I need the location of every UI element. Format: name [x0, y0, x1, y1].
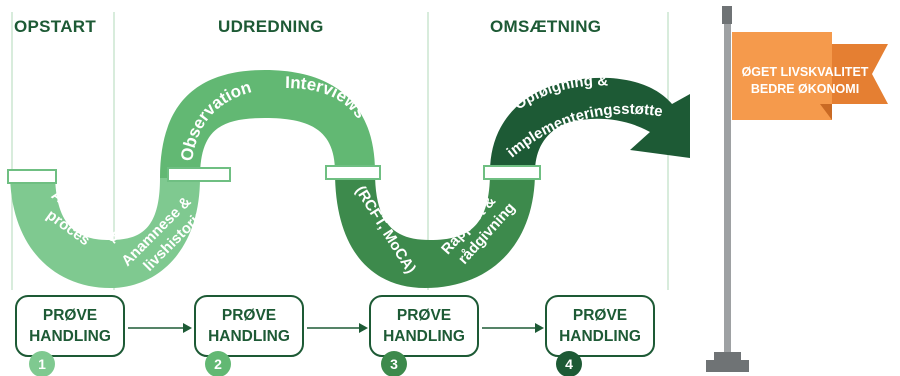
- trial-4-badge: [556, 351, 582, 376]
- trial-3-line2: HANDLING: [383, 328, 465, 345]
- phase-udredning: UDREDNING: [218, 17, 324, 36]
- trial-2-line2: HANDLING: [208, 328, 290, 345]
- goal-flag: ØGET LIVSKVALITET BEDRE ØKONOMI: [732, 32, 888, 120]
- trial-2-badge: [205, 351, 231, 376]
- trial-4-line1: PRØVE: [573, 307, 627, 324]
- trial-3-line1: PRØVE: [397, 307, 451, 324]
- flag-pole: [706, 6, 749, 372]
- phase-omsaetning: OMSÆTNING: [490, 17, 601, 36]
- trial-box-3: PRØVE HANDLING 3: [369, 295, 479, 376]
- trial-4-number: 4: [565, 356, 573, 372]
- phase-opstart: OPSTART: [14, 17, 96, 36]
- trial-4-line2: HANDLING: [559, 328, 641, 345]
- trial-1-line2: HANDLING: [29, 328, 111, 345]
- trial-1-badge: [29, 351, 55, 376]
- road-segment-arrow: [490, 77, 690, 172]
- trial-1-number: 1: [38, 356, 46, 372]
- trial-arrows: [128, 323, 544, 333]
- road-segment-opstart: [10, 172, 200, 288]
- goal-line1: ØGET LIVSKVALITET: [742, 65, 869, 79]
- goal-line2: BEDRE ØKONOMI: [751, 82, 859, 96]
- process-road: [10, 70, 690, 288]
- trial-2-line1: PRØVE: [222, 307, 276, 324]
- road-segment-tests: [335, 172, 535, 288]
- gate-markers: [7, 165, 541, 184]
- trial-3-badge: [381, 351, 407, 376]
- trial-box-2: PRØVE HANDLING 2: [194, 295, 304, 376]
- trial-box-1: PRØVE HANDLING 1: [15, 295, 125, 376]
- trial-2-number: 2: [214, 356, 222, 372]
- trial-3-number: 3: [390, 356, 398, 372]
- trial-box-4: PRØVE HANDLING 4: [545, 295, 655, 376]
- trial-1-line1: PRØVE: [43, 307, 97, 324]
- road-segment-arch: [160, 70, 375, 178]
